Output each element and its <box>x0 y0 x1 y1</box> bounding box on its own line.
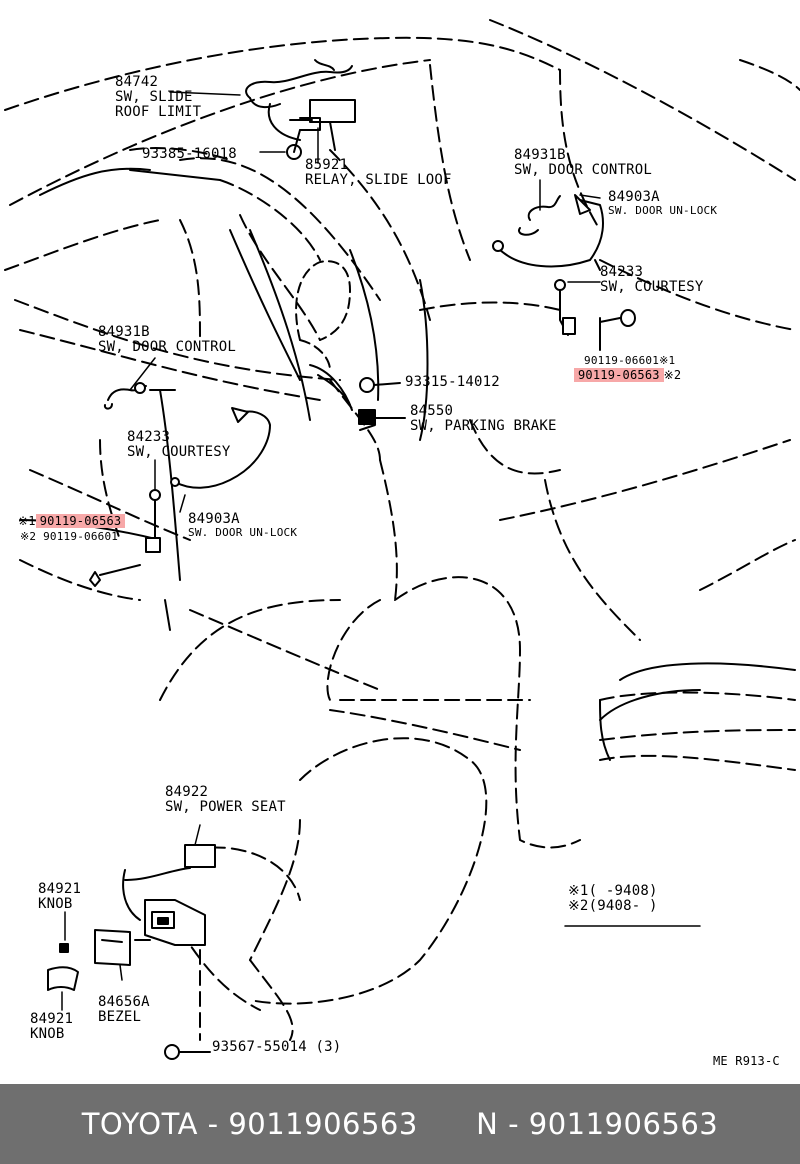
label-84903a-left: 84903A SW. DOOR UN-LOCK <box>188 511 298 539</box>
parking-brake <box>309 364 406 431</box>
label-84921-bottom: 84921 KNOB <box>30 1011 74 1042</box>
label-84656a: 84656A BEZEL <box>98 994 150 1025</box>
label-90119-06601-right: 90119-06601※1 <box>584 354 676 367</box>
label-84921-top: 84921 KNOB <box>38 881 82 912</box>
footer-brand-part: TOYOTA - 9011906563 <box>81 1107 418 1141</box>
power-seat-switch <box>47 844 216 1060</box>
label-84931b-right: 84931B SW, DOOR CONTROL <box>514 147 653 178</box>
leader-lines <box>61 91 701 1011</box>
label-84550: 84550 SW, PARKING BRAKE <box>410 403 557 434</box>
label-85921: 85921 RELAY, SLIDE LOOF <box>305 157 452 188</box>
label-84903a-right: 84903A SW. DOOR UN-LOCK <box>608 189 718 217</box>
body-outline <box>4 19 800 1041</box>
right-door-wiring <box>492 194 636 351</box>
reference-code: ME R913-C <box>713 1054 780 1068</box>
label-84742: 84742 SW, SLIDE ROOF LIMIT <box>115 74 202 120</box>
parts-diagram: 84742 SW, SLIDE ROOF LIMIT 93385-16018 8… <box>4 19 800 1068</box>
label-90119-06563-right: 90119-06563※2 <box>574 368 681 383</box>
label-93567: 93567-55014 (3) <box>212 1039 342 1055</box>
footer-bar: TOYOTA - 9011906563 N - 9011906563 <box>0 1084 800 1164</box>
left-door-wiring <box>89 382 271 587</box>
label-84233-left: 84233 SW, COURTESY <box>127 429 231 460</box>
diagram-drawing <box>4 19 800 1060</box>
label-93315: 93315-14012 <box>405 374 500 390</box>
label-93385: 93385-16018 <box>142 146 237 162</box>
legend: ※1( -9408) ※2(9408- ) <box>568 883 658 914</box>
label-84931b-left: 84931B SW, DOOR CONTROL <box>98 324 237 355</box>
label-84233-right: 84233 SW, COURTESY <box>600 264 704 295</box>
highlight-part-right: 90119-06563 <box>574 368 664 382</box>
highlight-part-left: 90119-06563 <box>35 514 126 528</box>
label-84922: 84922 SW, POWER SEAT <box>165 784 286 815</box>
footer-n-part: N - 9011906563 <box>476 1107 719 1141</box>
seat-headrest <box>295 260 351 371</box>
slide-roof-wiring <box>245 59 356 160</box>
footer-spacer <box>418 1107 476 1141</box>
label-90119-06601-left: ※2 90119-06601 <box>20 530 119 543</box>
